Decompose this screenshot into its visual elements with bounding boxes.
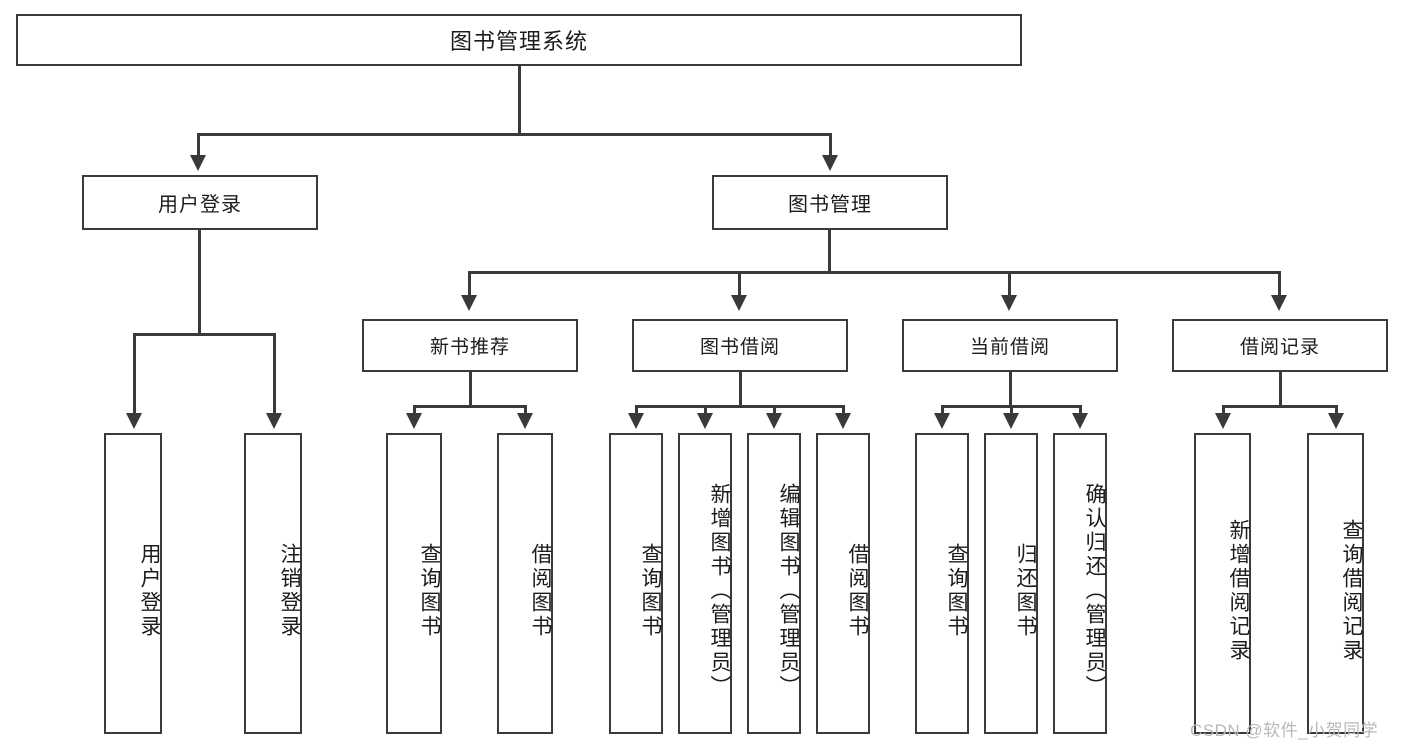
arrow-root-to-manage: [822, 155, 838, 171]
connector-recommend-stem: [469, 372, 472, 407]
arrow-manage-to-new: [461, 295, 477, 311]
leaf-query-book-recommend[interactable]: 查询图书: [386, 433, 442, 734]
node-label: 新书推荐: [429, 337, 510, 358]
connector-root-stem: [518, 66, 521, 135]
connector-record-to-leaf1: [1222, 405, 1225, 415]
connector-record-to-leaf2: [1335, 405, 1338, 415]
node-root-system[interactable]: 图书管理系统: [16, 14, 1022, 66]
node-label: 归还图书: [1014, 542, 1037, 639]
node-book-management[interactable]: 图书管理: [712, 175, 948, 230]
node-label: 注销登录: [278, 542, 301, 639]
arrow-borrow-to-leaf1: [628, 413, 644, 429]
connector-login-stem: [198, 230, 201, 335]
leaf-borrow-book-recommend[interactable]: 借阅图书: [497, 433, 553, 734]
node-label: 图书管理系统: [449, 29, 588, 54]
connector-manage-to-record: [1278, 271, 1281, 297]
node-label: 借阅图书: [846, 542, 869, 639]
arrow-current-to-leaf2: [1003, 413, 1019, 429]
connector-manage-to-current: [1008, 271, 1011, 297]
connector-record-stem: [1279, 372, 1282, 407]
connector-root-bar: [197, 133, 831, 136]
connector-borrow-to-leaf4: [842, 405, 845, 415]
node-label: 新增图书（管理员）: [708, 482, 731, 699]
connector-borrow-to-leaf2: [704, 405, 707, 415]
connector-current-to-leaf1: [941, 405, 944, 415]
arrow-login-to-leaf1: [126, 413, 142, 429]
node-new-book-recommend[interactable]: 新书推荐: [362, 319, 578, 372]
leaf-add-book-admin[interactable]: 新增图书（管理员）: [678, 433, 732, 734]
connector-current-to-leaf2: [1010, 405, 1013, 415]
arrow-login-to-leaf2: [266, 413, 282, 429]
connector-root-to-login: [197, 133, 200, 157]
node-label: 图书管理: [788, 194, 872, 216]
arrow-borrow-to-leaf4: [835, 413, 851, 429]
arrow-manage-to-borrow: [731, 295, 747, 311]
node-label: 用户登录: [138, 542, 161, 639]
leaf-logout[interactable]: 注销登录: [244, 433, 302, 734]
arrow-recommend-to-leaf2: [517, 413, 533, 429]
leaf-add-borrow-record[interactable]: 新增借阅记录: [1194, 433, 1251, 734]
connector-borrow-to-leaf3: [773, 405, 776, 415]
node-label: 图书借阅: [699, 337, 780, 358]
connector-borrow-stem: [739, 372, 742, 407]
connector-root-to-manage: [829, 133, 832, 157]
connector-login-to-leaf2: [273, 333, 276, 415]
connector-recommend-to-leaf1: [413, 405, 416, 415]
node-label: 借阅记录: [1239, 337, 1320, 358]
node-label: 查询借阅记录: [1340, 518, 1363, 663]
node-borrow-record[interactable]: 借阅记录: [1172, 319, 1388, 372]
connector-recommend-to-leaf2: [524, 405, 527, 415]
connector-recommend-bar: [413, 405, 527, 408]
node-current-borrow[interactable]: 当前借阅: [902, 319, 1118, 372]
leaf-query-book-current[interactable]: 查询图书: [915, 433, 969, 734]
arrow-current-to-leaf1: [934, 413, 950, 429]
node-label: 查询图书: [639, 542, 662, 639]
arrow-record-to-leaf1: [1215, 413, 1231, 429]
arrow-recommend-to-leaf1: [406, 413, 422, 429]
leaf-query-book-borrow[interactable]: 查询图书: [609, 433, 663, 734]
leaf-confirm-return-admin[interactable]: 确认归还（管理员）: [1053, 433, 1107, 734]
arrow-record-to-leaf2: [1328, 413, 1344, 429]
connector-login-to-leaf1: [133, 333, 136, 415]
arrow-manage-to-record: [1271, 295, 1287, 311]
node-label: 当前借阅: [969, 337, 1050, 358]
node-label: 新增借阅记录: [1227, 518, 1250, 663]
connector-manage-stem: [828, 230, 831, 273]
connector-manage-bar: [468, 271, 1280, 274]
node-label: 编辑图书（管理员）: [777, 482, 800, 699]
connector-manage-to-borrow: [738, 271, 741, 297]
connector-manage-to-new: [468, 271, 471, 297]
arrow-borrow-to-leaf2: [697, 413, 713, 429]
arrow-manage-to-current: [1001, 295, 1017, 311]
node-label: 查询图书: [945, 542, 968, 639]
arrow-root-to-login: [190, 155, 206, 171]
leaf-return-book[interactable]: 归还图书: [984, 433, 1038, 734]
leaf-query-borrow-record[interactable]: 查询借阅记录: [1307, 433, 1364, 734]
connector-borrow-bar: [635, 405, 844, 408]
leaf-borrow-book[interactable]: 借阅图书: [816, 433, 870, 734]
connector-current-stem: [1009, 372, 1012, 407]
leaf-user-login[interactable]: 用户登录: [104, 433, 162, 734]
node-label: 借阅图书: [529, 542, 552, 639]
connector-record-bar: [1222, 405, 1338, 408]
node-label: 用户登录: [158, 194, 242, 216]
connector-current-to-leaf3: [1079, 405, 1082, 415]
arrow-current-to-leaf3: [1072, 413, 1088, 429]
node-user-login[interactable]: 用户登录: [82, 175, 318, 230]
leaf-edit-book-admin[interactable]: 编辑图书（管理员）: [747, 433, 801, 734]
connector-login-bar: [133, 333, 276, 336]
node-label: 查询图书: [418, 542, 441, 639]
connector-borrow-to-leaf1: [635, 405, 638, 415]
node-book-borrow[interactable]: 图书借阅: [632, 319, 848, 372]
arrow-borrow-to-leaf3: [766, 413, 782, 429]
node-label: 确认归还（管理员）: [1083, 482, 1106, 699]
